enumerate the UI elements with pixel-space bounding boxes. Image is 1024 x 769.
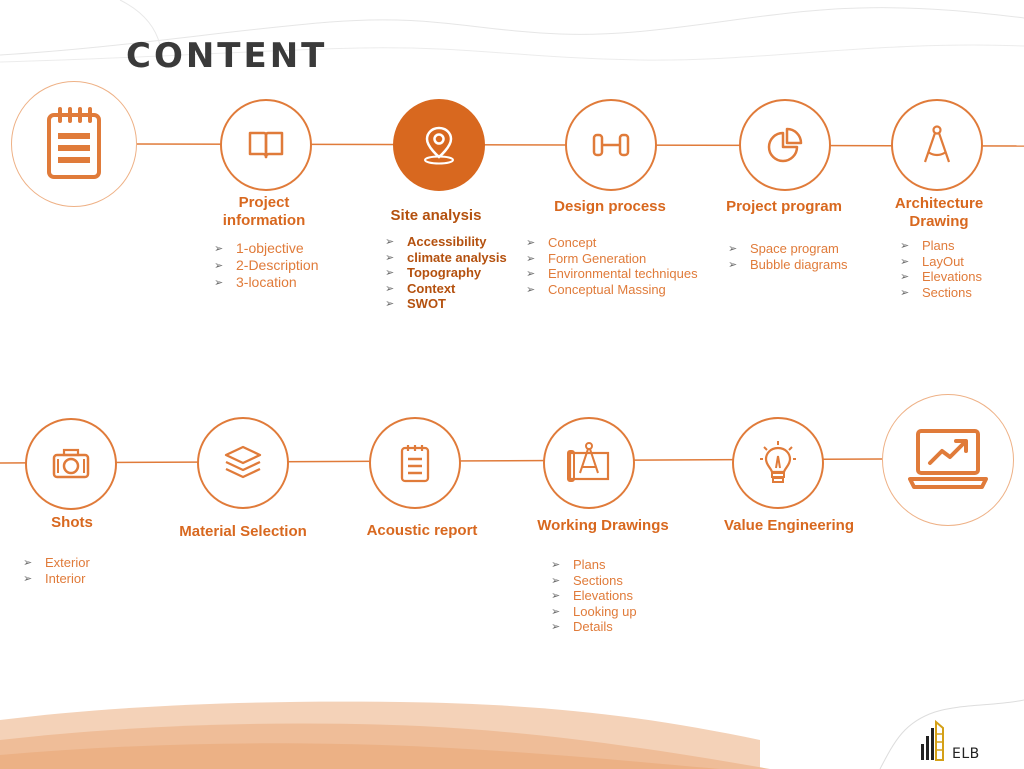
- project-program-label: Project program: [726, 198, 842, 215]
- project-information-label: Project information: [222, 194, 306, 229]
- list-item: Looking up: [551, 604, 637, 620]
- location-pin-icon: [424, 126, 454, 165]
- list-item: climate analysis: [385, 250, 507, 266]
- working-drawings-list: Plans Sections Elevations Looking up Det…: [551, 557, 637, 635]
- project-program-circle: [739, 99, 831, 191]
- book-icon: [248, 131, 284, 159]
- blueprint-icon: [567, 442, 610, 482]
- design-process-circle: [565, 99, 657, 191]
- end-circle: [882, 394, 1014, 526]
- list-item: Context: [385, 281, 507, 297]
- shots-circle: [25, 418, 117, 510]
- project-information-list: 1-objective 2-Description 3-location: [214, 240, 318, 291]
- list-item: LayOut: [900, 254, 982, 270]
- list-item: Elevations: [900, 269, 982, 285]
- value-engineering-label: Value Engineering: [723, 517, 855, 534]
- list-item: Sections: [900, 285, 982, 301]
- notepad-icon: [400, 445, 430, 483]
- lightbulb-icon: [760, 441, 796, 483]
- project-information-circle: [220, 99, 312, 191]
- design-process-list: Concept Form Generation Environmental te…: [526, 235, 698, 297]
- list-item: Concept: [526, 235, 698, 251]
- architecture-drawing-list: Plans LayOut Elevations Sections: [900, 238, 982, 300]
- layers-icon: [224, 445, 262, 479]
- page-title: CONTENT: [126, 36, 328, 76]
- list-item: Environmental techniques: [526, 266, 698, 282]
- building-logo-icon: [921, 719, 944, 761]
- start-circle: [11, 81, 137, 207]
- acoustic-report-label: Acoustic report: [366, 522, 478, 539]
- list-item: Conceptual Massing: [526, 282, 698, 298]
- compass-icon: [923, 125, 951, 163]
- list-item: Details: [551, 619, 637, 635]
- company-logo: ELB: [919, 718, 980, 762]
- list-item: Plans: [900, 238, 982, 254]
- working-drawings-label: Working Drawings: [537, 517, 669, 534]
- notepad-icon: [47, 107, 101, 179]
- list-item: Topography: [385, 265, 507, 281]
- list-item: Sections: [551, 573, 637, 589]
- list-item: SWOT: [385, 296, 507, 312]
- list-item: 2-Description: [214, 257, 318, 274]
- dumbbell-icon: [592, 133, 630, 157]
- architecture-drawing-circle: [891, 99, 983, 191]
- site-analysis-circle: [393, 99, 485, 191]
- shots-label: Shots: [51, 514, 93, 531]
- list-item: Bubble diagrams: [728, 257, 848, 273]
- list-item: Elevations: [551, 588, 637, 604]
- working-drawings-circle: [543, 417, 635, 509]
- list-item: Exterior: [23, 555, 90, 571]
- list-item: Form Generation: [526, 251, 698, 267]
- list-item: Interior: [23, 571, 90, 587]
- pie-chart-icon: [767, 127, 803, 163]
- camera-icon: [52, 448, 90, 479]
- list-item: Accessibility: [385, 234, 507, 250]
- laptop-chart-icon: [908, 429, 988, 489]
- design-process-label: Design process: [554, 198, 666, 215]
- logo-text: ELB: [952, 746, 980, 762]
- material-selection-circle: [197, 417, 289, 509]
- shots-list: Exterior Interior: [23, 555, 90, 586]
- site-analysis-list: Accessibility climate analysis Topograph…: [385, 234, 507, 312]
- project-program-list: Space program Bubble diagrams: [728, 241, 848, 272]
- list-item: 3-location: [214, 274, 318, 291]
- material-selection-label: Material Selection: [179, 523, 307, 540]
- list-item: 1-objective: [214, 240, 318, 257]
- list-item: Plans: [551, 557, 637, 573]
- site-analysis-label: Site analysis: [390, 207, 482, 224]
- acoustic-report-circle: [369, 417, 461, 509]
- architecture-drawing-label: Architecture Drawing: [894, 195, 984, 230]
- value-engineering-circle: [732, 417, 824, 509]
- list-item: Space program: [728, 241, 848, 257]
